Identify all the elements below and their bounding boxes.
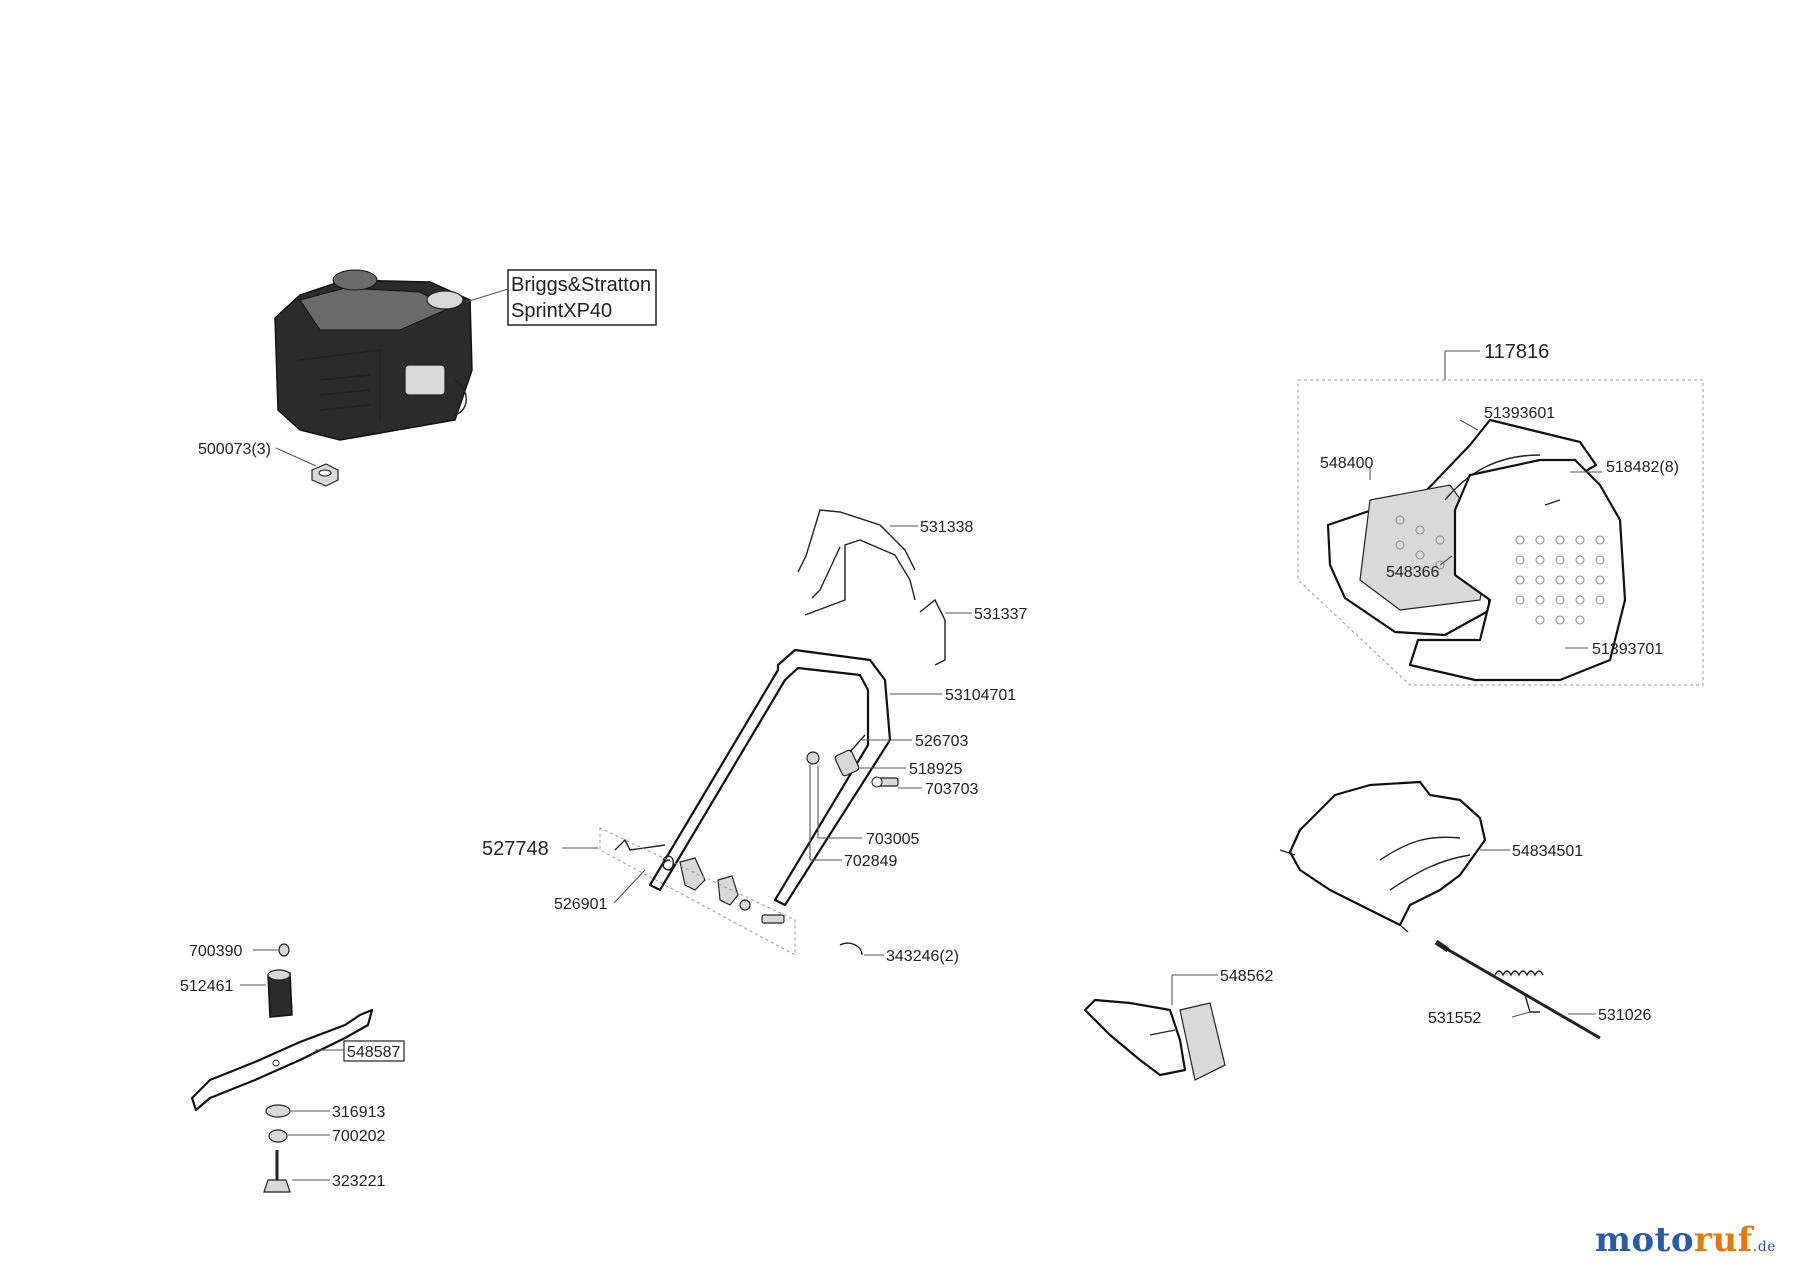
label-53104701: 53104701	[945, 687, 1016, 704]
label-531338: 531338	[920, 519, 973, 536]
label-54834501: 54834501	[1512, 843, 1583, 860]
engine-label-box	[507, 269, 657, 326]
label-500073: 500073(3)	[198, 441, 271, 458]
blade-label-box	[343, 1040, 405, 1062]
label-343246: 343246(2)	[886, 948, 959, 965]
engine-drawing	[274, 269, 473, 441]
label-518482: 518482(8)	[1606, 459, 1679, 476]
handle-bars-drawing	[648, 509, 946, 907]
watermark-part1: moto	[1594, 1220, 1695, 1260]
label-117816: 117816	[1484, 341, 1549, 363]
handle-fasteners-drawing	[614, 734, 899, 956]
blade-assembly-drawing	[190, 943, 374, 1193]
engine-label-line1: Briggs&Stratton	[511, 274, 651, 296]
label-703005: 703005	[866, 831, 919, 848]
label-316913: 316913	[332, 1104, 385, 1121]
label-526901: 526901	[554, 896, 607, 913]
label-51393601: 51393601	[1484, 405, 1555, 422]
watermark-logo: motoruf.de	[1595, 1220, 1776, 1260]
label-531026: 531026	[1598, 1007, 1651, 1024]
nut-500073-drawing	[311, 463, 339, 487]
label-700390: 700390	[189, 943, 242, 960]
label-531337: 531337	[974, 606, 1027, 623]
watermark-suffix: .de	[1752, 1239, 1776, 1255]
label-526703: 526703	[915, 733, 968, 750]
label-548400: 548400	[1320, 455, 1373, 472]
grass-box-drawing	[1326, 418, 1627, 682]
label-323221: 323221	[332, 1173, 385, 1190]
handle-hardware-group-frame	[599, 827, 796, 956]
engine-label-line2: SprintXP40	[511, 300, 612, 322]
label-703703: 703703	[925, 781, 978, 798]
label-51393701: 51393701	[1592, 641, 1663, 658]
label-531552: 531552	[1428, 1010, 1481, 1027]
watermark-part2: ruf	[1694, 1220, 1753, 1260]
flap-rod-spring-drawing	[1434, 939, 1601, 1040]
mulch-plug-drawing	[1083, 998, 1226, 1081]
label-527748: 527748	[482, 838, 549, 860]
label-702849: 702849	[844, 853, 897, 870]
label-518925: 518925	[909, 761, 962, 778]
label-548587: 548587	[347, 1044, 400, 1061]
rear-flap-drawing	[1279, 780, 1487, 933]
grass-box-group-frame	[1297, 379, 1704, 686]
label-700202: 700202	[332, 1128, 385, 1145]
label-548562: 548562	[1220, 968, 1273, 985]
label-512461: 512461	[180, 978, 233, 995]
label-548366: 548366	[1386, 564, 1439, 581]
